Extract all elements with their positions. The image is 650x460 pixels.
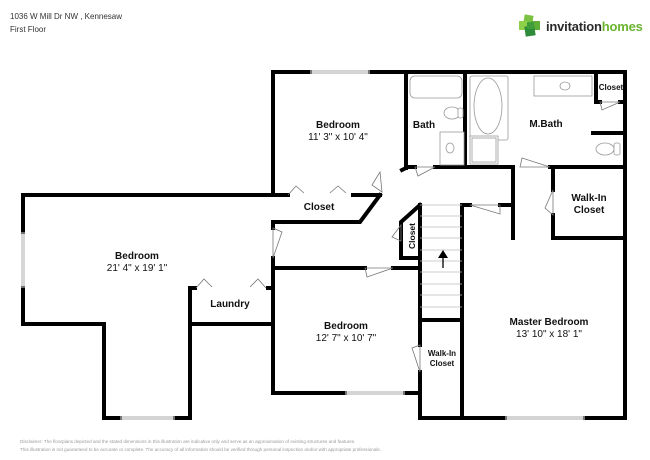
room-label-bath: Bath	[412, 120, 436, 131]
room-label-closet-top: Closet	[303, 202, 335, 213]
header: 1036 W Mill Dr NW , Kennesaw First Floor	[10, 10, 122, 36]
room-label-mbath: M.Bath	[529, 119, 563, 130]
doors	[195, 101, 621, 373]
windows	[21, 70, 585, 420]
room-label-walkin-master: Walk-In Closet	[571, 193, 607, 216]
room-label-master-bedroom: Master Bedroom 13' 10" x 18' 1"	[509, 317, 589, 340]
bathtub-icon	[409, 75, 463, 99]
soaking-tub-icon	[473, 77, 503, 135]
brand-logo: invitationhomes	[518, 14, 643, 38]
address-text: 1036 W Mill Dr NW , Kennesaw	[10, 12, 123, 21]
staircase	[420, 204, 462, 308]
room-label-closet-mbath: Closet	[598, 83, 624, 92]
room-label-bedroom-mid: Bedroom 12' 7" x 10' 7"	[315, 321, 377, 344]
disclaimer: Disclaimer: The floorplans depicted and …	[20, 439, 381, 452]
brand-name: invitationhomes	[546, 18, 643, 34]
walls	[21, 70, 627, 420]
floor-label: First Floor	[10, 25, 46, 34]
room-label-bedroom-left: Bedroom 21' 4" x 19' 1"	[106, 251, 168, 274]
room-label-laundry: Laundry	[210, 299, 250, 310]
sink-vanity-icon	[439, 131, 465, 166]
fixtures	[409, 75, 621, 166]
toilet-mbath-icon	[595, 142, 615, 156]
room-label-bedroom-top: Bedroom 11' 3" x 10' 4"	[308, 120, 368, 143]
stairs-up-arrow-icon	[438, 250, 448, 268]
invitation-homes-logo-icon	[519, 14, 540, 37]
room-label-walkin-mid: Walk-In Closet	[427, 349, 457, 368]
room-label-closet-hall: Closet	[407, 223, 417, 249]
